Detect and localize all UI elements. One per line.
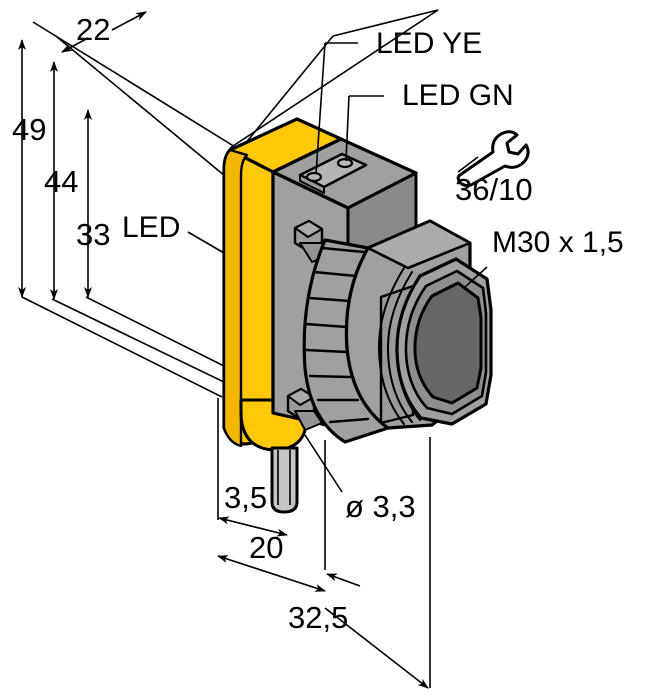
label-led-ye: LED YE	[376, 27, 482, 60]
dimension-value-32-5: 32,5	[288, 600, 348, 635]
dimline-22-left	[61, 37, 89, 53]
led-window-edge	[299, 174, 325, 194]
mounting-boss-bottom-tail	[294, 410, 323, 431]
lens-assembly	[395, 257, 493, 426]
mounting-boss-top-face	[294, 220, 323, 238]
extension-lines	[21, 9, 439, 688]
dimension-lines	[18, 11, 429, 689]
label-bore-diameter: ø 3,3	[345, 489, 416, 524]
barrel-top-chamfer	[366, 219, 472, 270]
dimension-value-49: 49	[12, 112, 46, 147]
wrench-icon	[456, 130, 530, 187]
label-thread: M30 x 1,5	[492, 226, 624, 259]
cable-body	[270, 446, 299, 514]
dimension-value-20: 20	[249, 530, 283, 565]
dimline-32-5	[324, 607, 429, 689]
lens-face	[413, 281, 483, 405]
dimline-20	[217, 555, 326, 592]
label-led: LED	[122, 211, 180, 244]
cable-assembly	[270, 446, 299, 514]
label-wrench-size: 36/10	[455, 172, 533, 207]
dimension-value-22: 22	[76, 12, 110, 47]
dimension-value-33: 33	[76, 217, 110, 252]
dimension-value-3-5: 3,5	[224, 480, 267, 515]
dimline-22-right	[111, 11, 147, 31]
dimline-32-5-tick	[326, 573, 361, 587]
dimension-value-44: 44	[44, 164, 78, 199]
leader-lines	[187, 42, 488, 493]
housing-left-edge	[222, 148, 249, 448]
led-yellow-dot	[305, 171, 323, 183]
label-led-gn: LED GN	[402, 79, 514, 112]
wrench-glyph	[456, 130, 530, 187]
led-indicator-module	[298, 152, 368, 194]
knurl-grooves	[304, 246, 370, 424]
dimline-3-5	[218, 516, 288, 537]
led-green-dot	[336, 157, 354, 169]
